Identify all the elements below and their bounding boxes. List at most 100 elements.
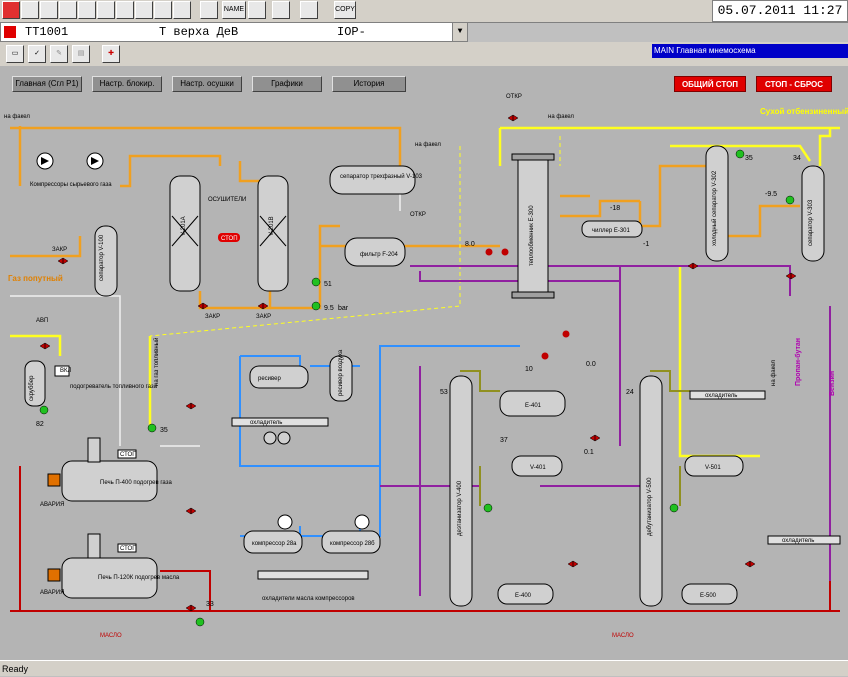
printer-small-icon[interactable]: ▭ <box>6 45 24 63</box>
nav-blocks-button[interactable]: Настр. блокир. <box>92 76 162 92</box>
stats-icon[interactable] <box>21 1 39 19</box>
to-fakel-label-3: на факел <box>548 114 574 120</box>
alarm-icon[interactable] <box>2 1 20 19</box>
edit-icon[interactable]: ✎ <box>50 45 68 63</box>
valve-scrubber[interactable] <box>39 342 51 350</box>
abp-label: АВП <box>36 318 48 324</box>
dryer-stop-button[interactable] <box>218 233 240 242</box>
stop-reset-button[interactable]: СТОП - СБРОС <box>756 76 832 92</box>
coolers: охладитель охладитель охладитель охладит… <box>231 390 841 602</box>
valve-fuel[interactable] <box>185 402 197 410</box>
v500-label: дебутанизатор V-500 <box>647 477 653 536</box>
valve-e400[interactable] <box>567 560 579 568</box>
p120k-stop-button[interactable] <box>117 543 137 553</box>
cold-separator-v302: холодный сепаратор V-302 <box>705 145 729 262</box>
comp-b-label: компрессор 28б <box>330 541 375 547</box>
nav-history-button[interactable]: История <box>332 76 406 92</box>
separator-v303-label: сепаратор V-303 <box>808 199 814 246</box>
oil-label-1: МАСЛО <box>100 633 122 639</box>
wave-icon[interactable] <box>135 1 153 19</box>
valve-v302[interactable] <box>687 262 699 270</box>
chart-icon[interactable] <box>116 1 134 19</box>
nav-main-button[interactable]: Главная (Сгл Р1) <box>12 76 82 92</box>
chevron-down-icon[interactable]: ▼ <box>452 23 467 41</box>
heater-fuel-label: подогреватель топливного газа <box>70 384 158 390</box>
press-95-value: 9.5 <box>324 305 334 312</box>
dryers-label: ОСУШИТЕЛИ <box>208 197 246 203</box>
furnace-p400: Печь П-400 подогрев газа СТОП АВАРИЯ <box>40 437 172 508</box>
pattern-icon[interactable] <box>300 1 318 19</box>
folder-icon[interactable]: ▤ <box>72 45 90 63</box>
general-stop-button[interactable]: ОБЩИЙ СТОП <box>674 76 746 92</box>
exchanger-e400: Е-400 <box>497 583 554 605</box>
valve-e500[interactable] <box>744 560 756 568</box>
propane-label: Пропан-бутан <box>794 338 802 386</box>
valve-v401[interactable] <box>589 434 601 442</box>
report-icon[interactable] <box>154 1 172 19</box>
oil-label-2: МАСЛО <box>612 633 634 639</box>
exchanger-e401: Е-401 <box>499 390 566 417</box>
air-compressors: компрессор 28а компрессор 28б <box>243 514 381 554</box>
separator-v303: сепаратор V-303 <box>801 165 825 262</box>
display-icon[interactable] <box>78 1 96 19</box>
pct-value-2: 0.1 <box>584 449 594 456</box>
valve-dryer-a[interactable] <box>197 302 209 310</box>
name-button[interactable]: NAME <box>222 1 246 19</box>
tag-id: TT1001 <box>25 25 69 39</box>
temp-82-value: 82 <box>36 421 44 428</box>
nav-icon[interactable] <box>200 1 218 19</box>
window-icon[interactable] <box>97 1 115 19</box>
exchanger-e500: Е-500 <box>681 583 738 605</box>
printer-icon[interactable] <box>248 1 266 19</box>
dry-gas-label: Сухой отбензиненный газ <box>760 107 848 116</box>
vessel-v401: V-401 <box>511 455 563 477</box>
tools-icon[interactable] <box>173 1 191 19</box>
to-fakel-label: на факел <box>4 114 30 120</box>
otkr-label-2: ОТКР <box>410 212 426 218</box>
to-fuel-gas-label: на газ топливный <box>153 338 160 386</box>
mask-icon[interactable] <box>272 1 290 19</box>
compressors: Компрессоры сырьевого газа <box>30 152 112 188</box>
mnemonic-scheme: Главная (Сгл Р1) Настр. блокир. Настр. о… <box>0 66 848 660</box>
dryers: ОСУШИТЕЛИ V-201A V-201B СТОП <box>169 175 289 292</box>
copy-button[interactable]: COPY <box>334 1 356 19</box>
dryer-stop-label: СТОП <box>221 236 238 242</box>
debutanizer-v500: дебутанизатор V-500 <box>639 375 663 607</box>
name-label: NAME <box>223 6 245 13</box>
exchanger-e300-label: теплообменник Е-300 <box>529 205 535 266</box>
valve-top[interactable] <box>507 114 519 122</box>
trend-icon[interactable] <box>40 1 58 19</box>
v400-label: деэтанизатор V-400 <box>457 480 463 536</box>
temp-oil-value: 33 <box>206 601 214 608</box>
check-icon[interactable]: ✓ <box>28 45 46 63</box>
receiver-air-label: ресивер воздуха <box>338 349 344 396</box>
benzin-label: Бензин <box>829 371 836 396</box>
valve-p120[interactable] <box>185 604 197 612</box>
zakr-label-1: ЗАКР <box>52 247 67 253</box>
filter-f204: фильтр F-204 <box>344 237 406 267</box>
valve-v303[interactable] <box>785 272 797 280</box>
cold-separator-label: холодный сепаратор V-302 <box>711 170 718 246</box>
valve-p400[interactable] <box>185 507 197 515</box>
p120k-stop-label: СТОП <box>120 546 137 552</box>
valve-v100[interactable] <box>57 257 69 265</box>
scrubber-label: скруббер <box>29 375 35 401</box>
nav-dryer-button[interactable]: Настр. осушки <box>172 76 242 92</box>
tag-selector[interactable]: TT1001 Т верха ДеВ IOP- ▼ <box>0 22 468 42</box>
p400-stop-button[interactable] <box>117 449 137 459</box>
plus-icon[interactable]: ✚ <box>102 45 120 63</box>
temp-51-value: 51 <box>324 281 332 288</box>
copy-label: COPY <box>335 6 355 13</box>
valve-dryer-b[interactable] <box>257 302 269 310</box>
otkr-label-1: ОТКР <box>506 94 522 100</box>
vessel-v501: V-501 <box>684 455 744 477</box>
flow-value: 8.0 <box>465 241 475 248</box>
press-v303-value: -9.5 <box>765 191 777 198</box>
pct-value-1: 0.0 <box>586 361 596 368</box>
nav-graphs-button[interactable]: Графики <box>252 76 322 92</box>
camera-icon[interactable] <box>59 1 77 19</box>
exchanger-e300: теплообменник Е-300 <box>511 153 555 299</box>
cooler-label-1: охладитель <box>250 420 282 426</box>
datetime-display: 05.07.2011 11:27 <box>712 0 848 22</box>
temp-35-value: 35 <box>160 427 168 434</box>
